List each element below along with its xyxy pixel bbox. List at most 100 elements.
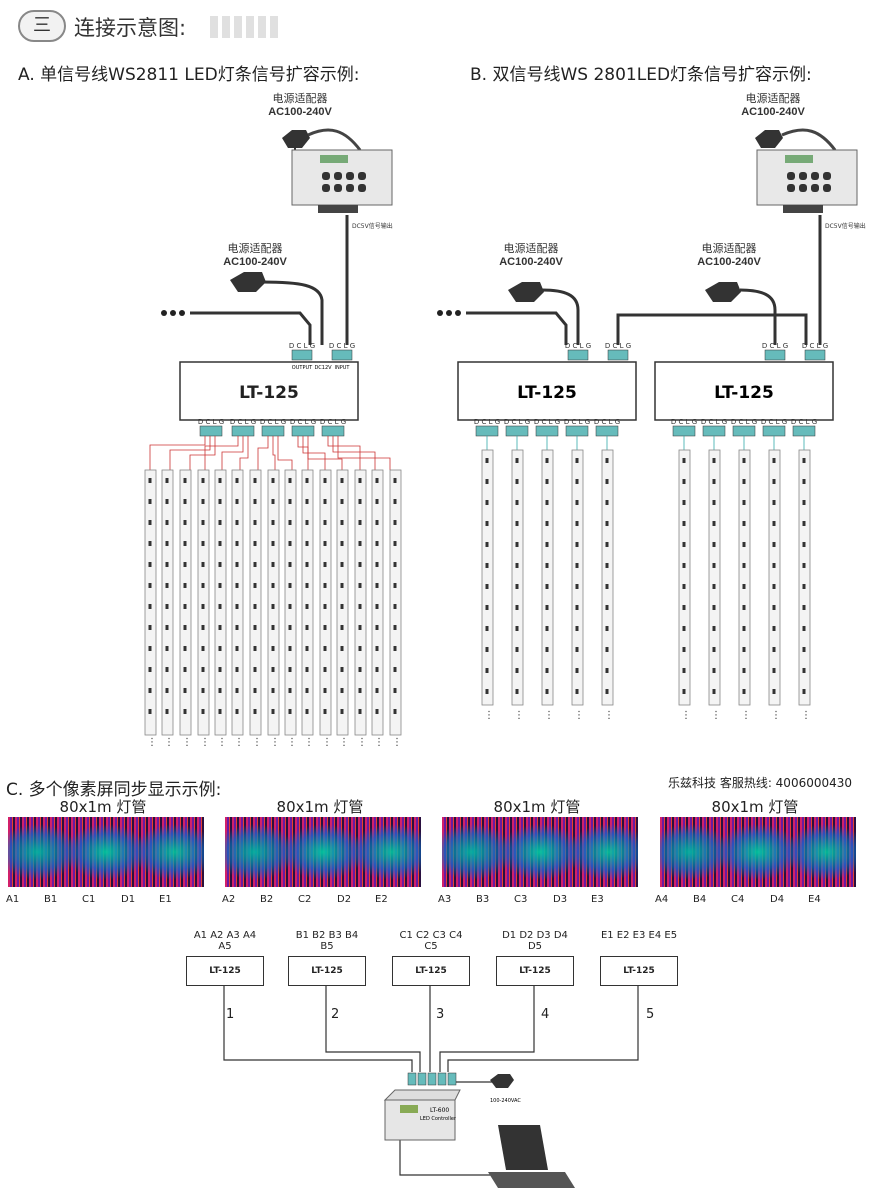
svg-text:⋮: ⋮ bbox=[801, 710, 811, 721]
lt125-c4: LT-125 bbox=[496, 956, 574, 986]
svg-text:⋮: ⋮ bbox=[217, 737, 227, 748]
svg-text:D C L G: D C L G bbox=[290, 418, 316, 426]
svg-text:1: 1 bbox=[226, 1007, 234, 1022]
svg-text:D C L G: D C L G bbox=[701, 418, 727, 426]
svg-text:⋮: ⋮ bbox=[484, 710, 494, 721]
svg-text:D C L G: D C L G bbox=[761, 418, 787, 426]
svg-text:D C L G: D C L G bbox=[230, 418, 256, 426]
svg-text:3: 3 bbox=[436, 1007, 444, 1022]
svg-text:DC12V: DC12V bbox=[314, 365, 332, 371]
pixel-controller-a bbox=[291, 149, 393, 213]
tube-title-4: 80x1m 灯管 bbox=[711, 798, 799, 816]
svg-text:⋮: ⋮ bbox=[392, 737, 402, 748]
lt125-unit-b2 bbox=[654, 361, 834, 421]
svg-text:D C L G: D C L G bbox=[762, 342, 788, 350]
tube-title-2: 80x1m 灯管 bbox=[276, 798, 364, 816]
svg-text:⋮: ⋮ bbox=[357, 737, 367, 748]
svg-text:⋮: ⋮ bbox=[322, 737, 332, 748]
svg-text:⋮: ⋮ bbox=[270, 737, 280, 748]
tube-title-1: 80x1m 灯管 bbox=[59, 798, 147, 816]
header-decoration bbox=[210, 16, 280, 38]
svg-text:D C L G: D C L G bbox=[474, 418, 500, 426]
svg-text:⋮: ⋮ bbox=[574, 710, 584, 721]
section-number: 三 bbox=[18, 10, 66, 42]
svg-text:D C L G: D C L G bbox=[605, 342, 631, 350]
lt125-unit-a bbox=[179, 361, 359, 421]
lt125-c1-ports: A1 A2 A3 A4 A5 bbox=[193, 930, 257, 952]
svg-text:D C L G: D C L G bbox=[198, 418, 224, 426]
svg-text:D C L G: D C L G bbox=[671, 418, 697, 426]
svg-text:D C L G: D C L G bbox=[289, 342, 315, 350]
svg-text:⋮: ⋮ bbox=[252, 737, 262, 748]
svg-text:LT-125: LT-125 bbox=[517, 383, 577, 403]
lt125-c1: LT-125 bbox=[186, 956, 264, 986]
svg-text:⋮: ⋮ bbox=[339, 737, 349, 748]
svg-text:⋮: ⋮ bbox=[287, 737, 297, 748]
svg-text:LT-600: LT-600 bbox=[430, 1107, 449, 1114]
pixel-controller-b bbox=[756, 149, 858, 213]
svg-text:INPUT: INPUT bbox=[335, 365, 351, 371]
tube-title-3: 80x1m 灯管 bbox=[493, 798, 581, 816]
svg-text:D C L G: D C L G bbox=[802, 342, 828, 350]
svg-text:100-240VAC: 100-240VAC bbox=[490, 1098, 521, 1104]
svg-text:LED Controller: LED Controller bbox=[420, 1116, 457, 1122]
svg-text:⋮: ⋮ bbox=[182, 737, 192, 748]
svg-text:OUTPUT: OUTPUT bbox=[292, 365, 313, 371]
section-a-title: A. 单信号线WS2811 LED灯条信号扩容示例: bbox=[18, 65, 360, 85]
svg-text:LT-125: LT-125 bbox=[714, 383, 774, 403]
power-adapter-icon bbox=[755, 130, 783, 148]
section-c-title: C. 多个像素屏同步显示示例: bbox=[6, 780, 222, 800]
svg-text:⋮: ⋮ bbox=[200, 737, 210, 748]
power-adapter-icon bbox=[508, 282, 544, 302]
signal-output-label: DC5V信号输出 bbox=[352, 222, 393, 230]
chain-continuation-icon bbox=[437, 310, 461, 316]
pixel-tube-display-3 bbox=[442, 817, 638, 887]
lt125-c2: LT-125 bbox=[288, 956, 366, 986]
section-header: 三 连接示意图: bbox=[12, 8, 312, 42]
lt125-c4-ports: D1 D2 D3 D4 D5 bbox=[502, 930, 568, 952]
svg-text:D C L G: D C L G bbox=[565, 342, 591, 350]
lt125-title-a: LT-125 bbox=[239, 383, 299, 403]
led-strips-b: ⋮ ⋮ ⋮ ⋮ ⋮ ⋮ ⋮ ⋮ ⋮ ⋮ bbox=[481, 436, 811, 721]
hotline-text: 乐兹科技 客服热线: 4006000430 bbox=[668, 776, 853, 790]
svg-text:⋮: ⋮ bbox=[374, 737, 384, 748]
svg-text:⋮: ⋮ bbox=[741, 710, 751, 721]
laptop-icon bbox=[488, 1125, 575, 1188]
svg-text:D C L G: D C L G bbox=[791, 418, 817, 426]
chain-continuation-icon bbox=[161, 310, 185, 316]
svg-text:D C L G: D C L G bbox=[731, 418, 757, 426]
section-b-title: B. 双信号线WS 2801LED灯条信号扩容示例: bbox=[470, 65, 812, 85]
svg-text:⋮: ⋮ bbox=[514, 710, 524, 721]
svg-text:⋮: ⋮ bbox=[711, 710, 721, 721]
power-adapter-icon bbox=[490, 1074, 514, 1088]
pixel-tube-display-1 bbox=[8, 817, 204, 887]
svg-text:⋮: ⋮ bbox=[604, 710, 614, 721]
svg-text:D C L G: D C L G bbox=[329, 342, 355, 350]
lt125-c3: LT-125 bbox=[392, 956, 470, 986]
svg-text:⋮: ⋮ bbox=[304, 737, 314, 748]
svg-text:⋮: ⋮ bbox=[234, 737, 244, 748]
pixel-tube-display-4 bbox=[660, 817, 856, 887]
lt125-c2-ports: B1 B2 B3 B4 B5 bbox=[295, 930, 359, 952]
power-adapter-icon bbox=[230, 272, 266, 292]
svg-text:⋮: ⋮ bbox=[771, 710, 781, 721]
svg-text:⋮: ⋮ bbox=[681, 710, 691, 721]
svg-text:5: 5 bbox=[646, 1007, 654, 1022]
lt125-c5: LT-125 bbox=[600, 956, 678, 986]
svg-text:⋮: ⋮ bbox=[164, 737, 174, 748]
pixel-tube-display-2 bbox=[225, 817, 421, 887]
svg-text:D C L G: D C L G bbox=[320, 418, 346, 426]
lt125-c3-ports: C1 C2 C3 C4 C5 bbox=[399, 930, 463, 952]
svg-text:2: 2 bbox=[331, 1007, 339, 1022]
svg-text:⋮: ⋮ bbox=[544, 710, 554, 721]
section-title: 连接示意图: bbox=[74, 16, 187, 40]
svg-text:4: 4 bbox=[541, 1007, 549, 1022]
svg-text:D C L G: D C L G bbox=[260, 418, 286, 426]
svg-text:D C L G: D C L G bbox=[594, 418, 620, 426]
svg-text:DC5V信号输出: DC5V信号输出 bbox=[825, 222, 866, 230]
